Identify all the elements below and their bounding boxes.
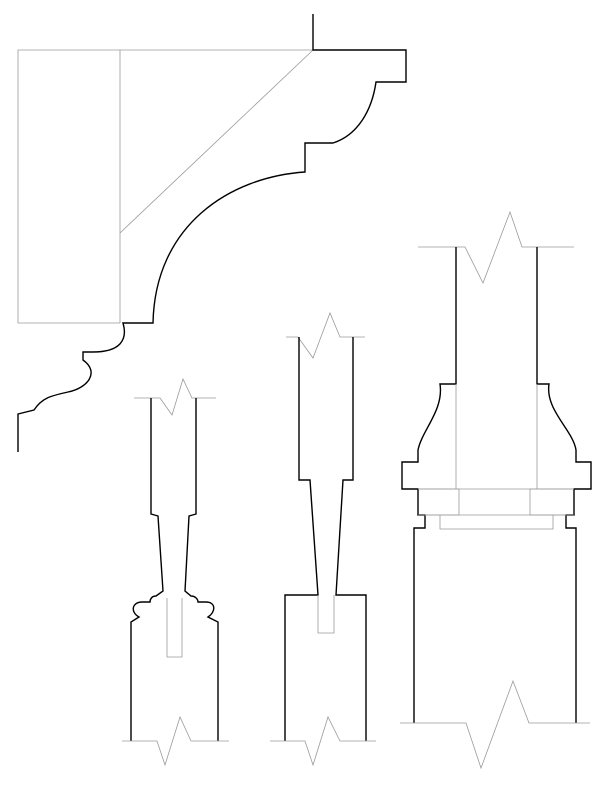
cornice-profile-line [17, 14, 407, 452]
bracket-diagonal-guide [119, 49, 314, 234]
post-plinth-block-left [418, 488, 460, 516]
spindle1-inner-tenon [166, 598, 183, 658]
spindle1-break-line-bottom [122, 715, 229, 767]
post-plinth-recess [439, 515, 554, 530]
bracket-construction-outline [17, 49, 313, 324]
post-break-line-top [418, 210, 574, 284]
tapered-spindle-with-bead-base [122, 377, 229, 767]
spindle2-outline [284, 337, 367, 741]
spindle1-break-line-top [134, 377, 216, 416]
post-break-line-bottom [400, 679, 590, 770]
cornice-bracket-profile [17, 14, 407, 452]
spindle2-inner-tenon [317, 595, 335, 634]
post-plinth-block-right [529, 488, 574, 516]
spindle1-outline [130, 398, 219, 741]
spindle2-break-line-top [286, 311, 365, 359]
spindle2-break-line-bottom [270, 715, 376, 767]
post-outline [401, 247, 592, 723]
post-with-ogee-capital-and-plinth [400, 210, 592, 770]
tapered-spindle-plain-base [270, 311, 376, 767]
